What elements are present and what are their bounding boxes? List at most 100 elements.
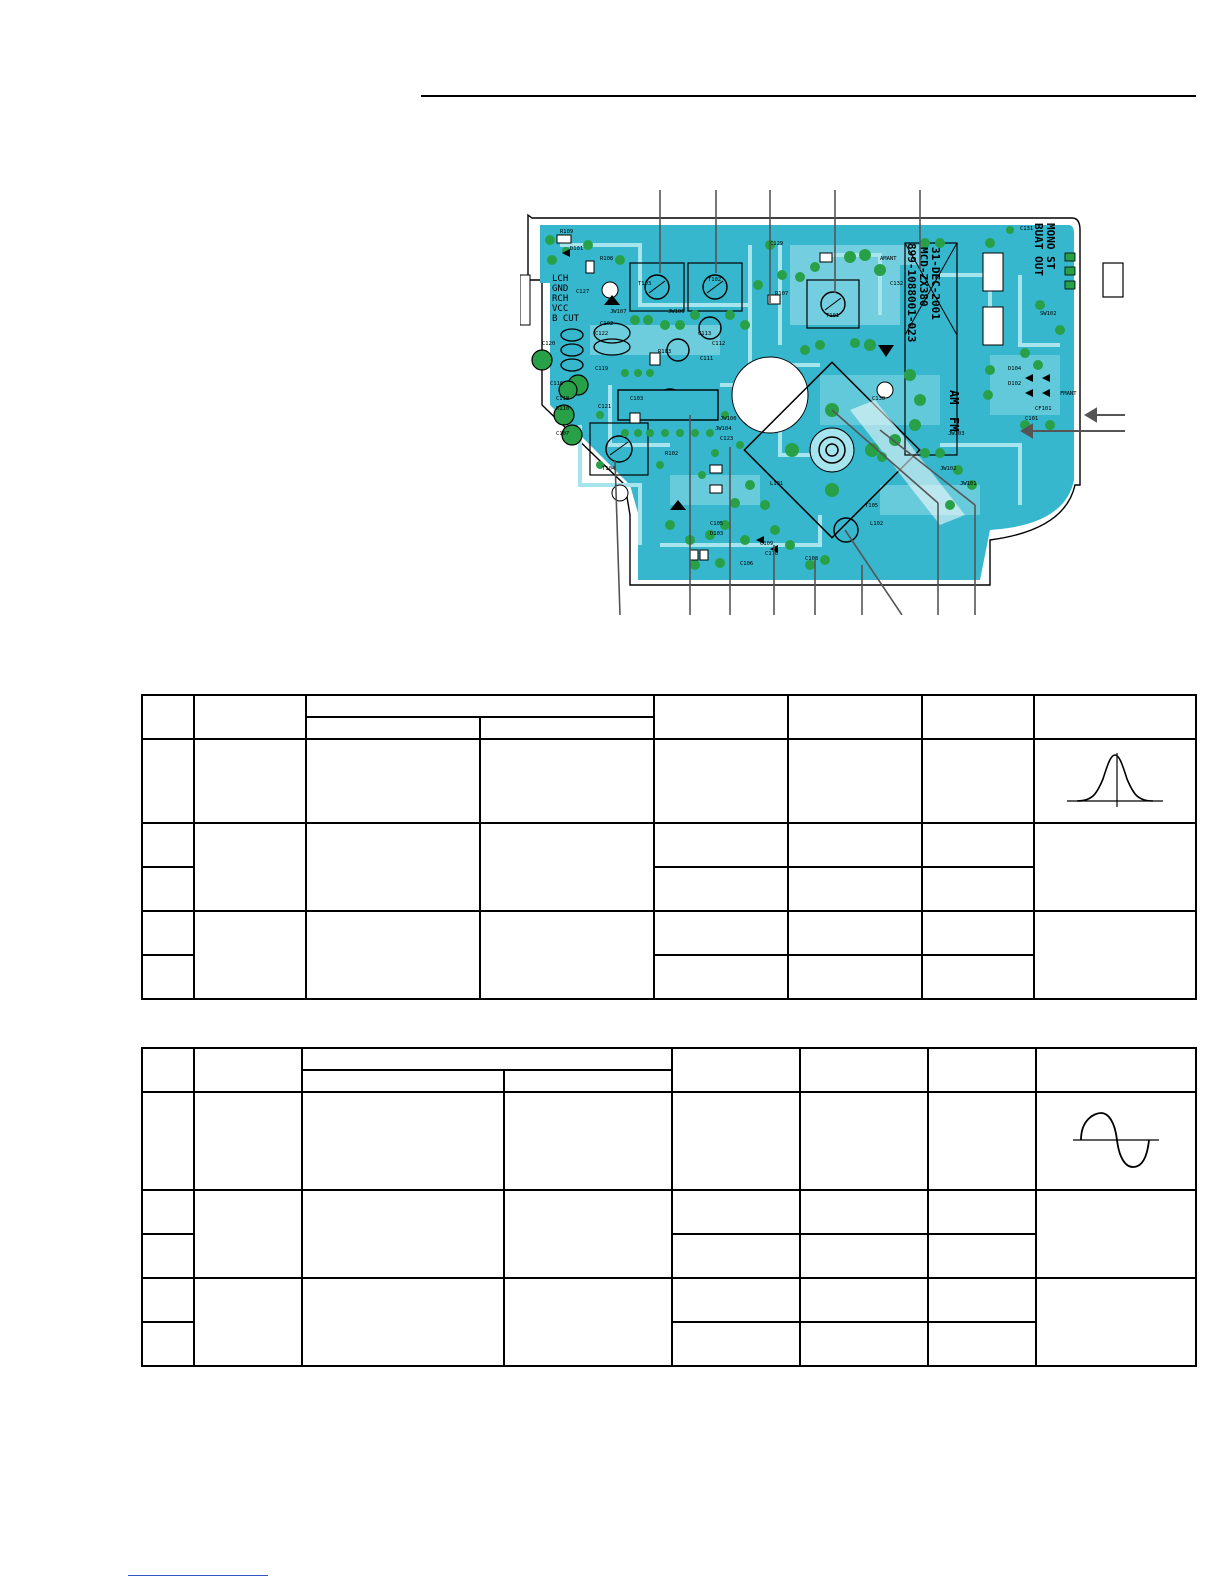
svg-text:D101: D101 (570, 246, 583, 252)
t1-r1-c3 (921, 738, 1035, 824)
t2-r5-c2 (799, 1321, 929, 1367)
t2-r2-no (141, 1189, 195, 1235)
t1-r4-c3 (921, 910, 1035, 956)
label-am: AM (947, 390, 961, 404)
t2-r2-c3 (927, 1189, 1037, 1235)
t2-header-item (193, 1047, 303, 1093)
t1-r1-no (141, 738, 195, 824)
t1-header-c2 (787, 694, 923, 740)
svg-text:C127: C127 (576, 289, 589, 295)
t1-r4-c2 (787, 910, 923, 956)
switch-module (904, 242, 958, 456)
t1-subheader-b (479, 716, 655, 740)
t2-subheader-b (503, 1069, 673, 1093)
component-designators: R109 R108 D101 C127 JW107 C102 JW106 C12… (542, 226, 1077, 567)
t2-r1-no (141, 1091, 195, 1191)
svg-text:C113: C113 (698, 331, 711, 337)
t2-r4-c3 (927, 1277, 1037, 1323)
svg-text:R110: R110 (556, 406, 569, 412)
svg-text:JW107: JW107 (610, 309, 627, 315)
t2-subheader-a (301, 1069, 505, 1093)
svg-text:C110: C110 (765, 551, 778, 557)
t1-r2-a (305, 822, 481, 912)
t1-header-wave (1033, 694, 1197, 740)
t1-header-item (193, 694, 307, 740)
svg-text:R107: R107 (775, 291, 788, 297)
t2-r5-c1 (671, 1321, 801, 1367)
svg-text:C109: C109 (760, 541, 773, 547)
t1-r1-c1 (653, 738, 789, 824)
t2-r5-no (141, 1321, 195, 1367)
svg-text:C108: C108 (805, 556, 818, 562)
t1-subheader-a (305, 716, 481, 740)
svg-text:C103: C103 (630, 396, 643, 402)
t2-r4-b (503, 1277, 673, 1367)
t1-r4-b (479, 910, 655, 1000)
t1-r3-no (141, 866, 195, 912)
svg-text:C102: C102 (600, 321, 613, 327)
sine-waveform (1073, 1111, 1159, 1168)
svg-text:T101: T101 (826, 313, 839, 319)
t2-r4-c2 (799, 1277, 929, 1323)
svg-text:C120: C120 (542, 341, 555, 347)
t2-r3-c1 (671, 1233, 801, 1279)
t1-header-no (141, 694, 195, 740)
t1-header-c3 (921, 694, 1035, 740)
t1-r3-c3 (921, 866, 1035, 912)
svg-text:C121: C121 (598, 404, 611, 410)
svg-text:T105: T105 (865, 503, 878, 509)
t2-header-wave (1035, 1047, 1197, 1093)
t1-r1-b (479, 738, 655, 824)
t2-r2-c2 (799, 1189, 929, 1235)
t1-header-group (305, 694, 655, 718)
t2-r2-a (301, 1189, 505, 1279)
capacitor-ovals (560, 322, 631, 372)
header-rule (421, 95, 1196, 97)
svg-text:C105: C105 (710, 521, 723, 527)
svg-text:C119: C119 (595, 366, 608, 372)
t2-r2-item (193, 1189, 303, 1279)
t1-r2-b (479, 822, 655, 912)
board-number: 899-1088001-023 (905, 243, 918, 342)
label-bcut: B CUT (552, 314, 580, 324)
t1-header-c1 (653, 694, 789, 740)
t1-r4-a (305, 910, 481, 1000)
svg-text:JW100: JW100 (720, 416, 737, 422)
alignment-table-2 (141, 1047, 1197, 1367)
t1-r3-c1 (653, 866, 789, 912)
svg-text:CF101: CF101 (1035, 406, 1052, 412)
t2-r5-c3 (927, 1321, 1037, 1367)
svg-text:L101: L101 (770, 481, 783, 487)
t2-header-c2 (799, 1047, 929, 1093)
t2-r3-no (141, 1233, 195, 1279)
t2-r4-no (141, 1277, 195, 1323)
svg-text:C118: C118 (556, 396, 569, 402)
t2-header-group (301, 1047, 673, 1071)
label-lch: LCH (552, 274, 568, 284)
t1-r5-c1 (653, 954, 789, 1000)
svg-text:JW106: JW106 (668, 309, 685, 315)
svg-text:R103: R103 (658, 349, 671, 355)
t2-r1-b (503, 1091, 673, 1191)
label-fm: FM (947, 417, 961, 431)
t1-r5-c3 (921, 954, 1035, 1000)
svg-text:JW104: JW104 (715, 426, 732, 432)
t2-header-c3 (927, 1047, 1037, 1093)
svg-text:C107: C107 (556, 431, 569, 437)
ic-chip (617, 389, 719, 421)
bell-curve-waveform (1067, 752, 1163, 807)
svg-text:C101: C101 (1025, 416, 1038, 422)
svg-text:R109: R109 (560, 229, 573, 235)
side-arrows (1020, 407, 1125, 439)
t2-r1-c1 (671, 1091, 801, 1191)
t2-r2-c1 (671, 1189, 801, 1235)
alignment-table-1 (141, 694, 1197, 1000)
label-mono-st: MONO ST (1044, 223, 1057, 270)
svg-text:C116: C116 (550, 381, 563, 387)
t1-r3-c2 (787, 866, 923, 912)
t1-r1-a (305, 738, 481, 824)
svg-text:T103: T103 (638, 281, 651, 287)
callout-lines-bottom (614, 409, 976, 615)
t2-r4-wave (1035, 1277, 1197, 1367)
svg-text:FMANT: FMANT (1060, 391, 1077, 397)
